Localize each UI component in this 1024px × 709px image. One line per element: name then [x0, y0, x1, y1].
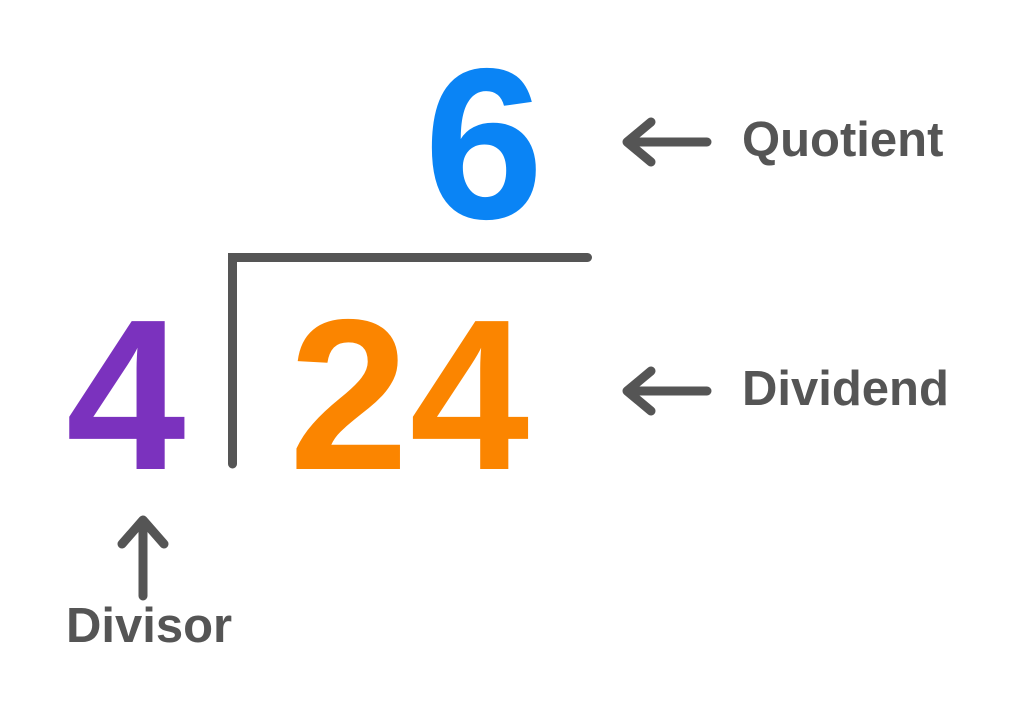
division-bracket — [222, 246, 598, 474]
quotient-value: 6 — [424, 23, 544, 264]
quotient-left-arrow-icon — [615, 116, 715, 168]
division-bracket-icon — [228, 253, 592, 469]
quotient-label: Quotient — [742, 113, 944, 167]
divisor-value: 4 — [66, 274, 186, 515]
dividend-value: 24 — [289, 274, 531, 515]
divisor-label: Divisor — [66, 599, 233, 653]
dividend-left-arrow-icon — [615, 365, 715, 417]
divisor-up-arrow-icon — [112, 510, 174, 602]
dividend-label: Dividend — [742, 362, 949, 416]
